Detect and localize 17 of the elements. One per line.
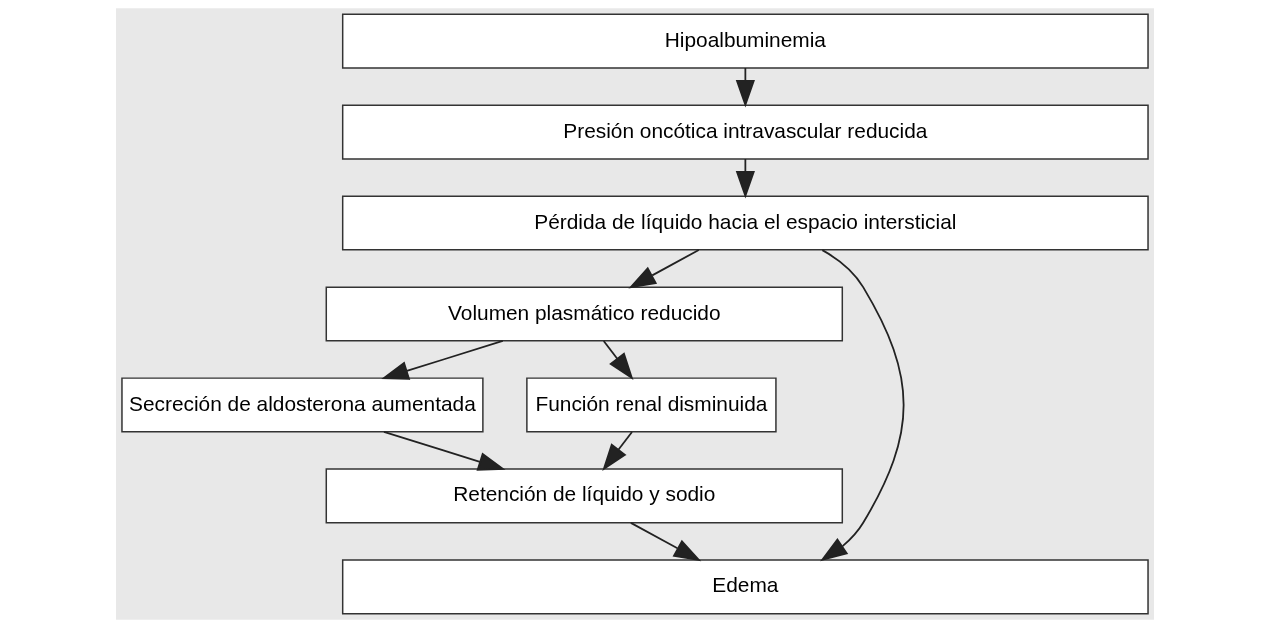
node-box: Presión oncótica intravascular reducida [341, 104, 1149, 160]
node-box: Pérdida de líquido hacia el espacio intersticial [341, 195, 1149, 251]
arrow [820, 249, 905, 562]
arrow [602, 431, 633, 471]
node-box: Función renal disminuida [526, 377, 777, 433]
arrow [381, 340, 504, 380]
arrow [602, 340, 634, 380]
node-box: Secreción de aldosterona aumentada [121, 377, 484, 433]
node-box: Hipoalbuminemia [341, 13, 1149, 69]
node-box: Edema [341, 559, 1149, 615]
arrow [628, 249, 700, 289]
node-box: Volumen plasmático reducido [325, 286, 844, 342]
arrow [630, 522, 702, 562]
arrow [383, 431, 506, 471]
arrow [735, 158, 755, 199]
node-box: Retención de líquido y sodio [325, 468, 844, 524]
arrow [735, 67, 755, 108]
